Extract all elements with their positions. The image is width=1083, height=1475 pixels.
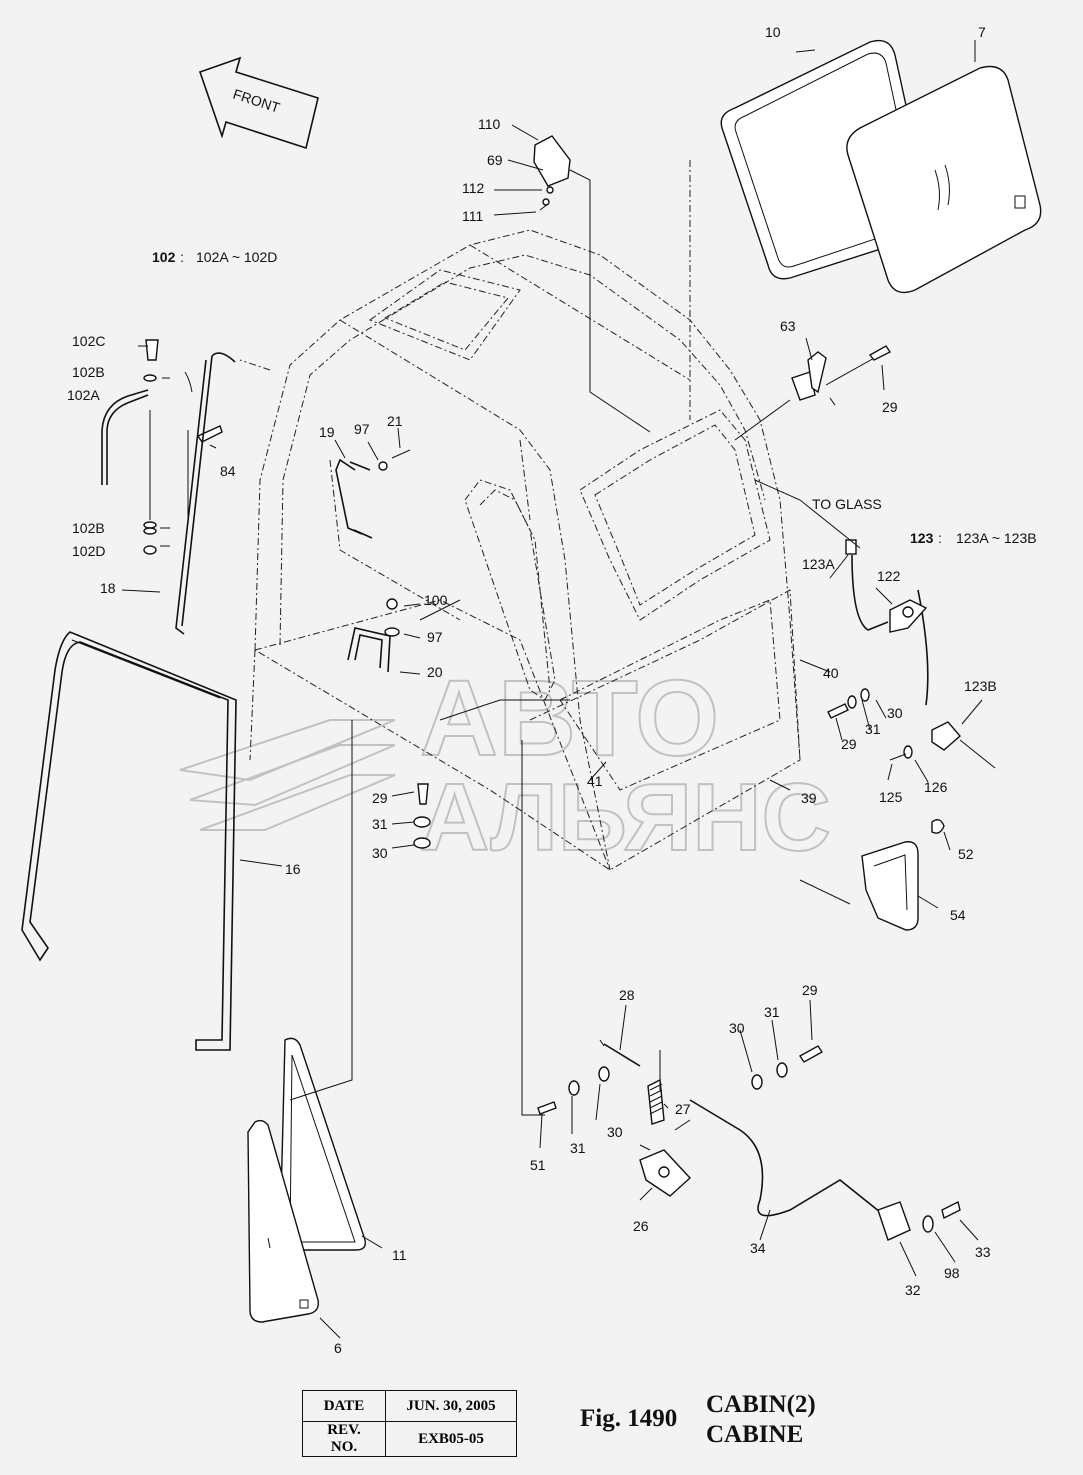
callout-31-c: 31 xyxy=(764,1004,780,1020)
callout-126: 126 xyxy=(924,779,948,795)
callout-32: 32 xyxy=(905,1282,921,1298)
callout-30-c: 30 xyxy=(729,1020,745,1036)
callout-7: 7 xyxy=(978,24,986,40)
latch-63 xyxy=(791,345,892,406)
callout-21: 21 xyxy=(387,413,403,429)
front-label: FRONT xyxy=(231,86,282,116)
callout-122: 122 xyxy=(877,568,901,584)
callout-84: 84 xyxy=(220,463,236,479)
callout-97-b: 97 xyxy=(427,629,443,645)
glass-7 xyxy=(846,65,1042,294)
callout-labels: 10 7 110 69 112 111 63 29 102C 102B 102A… xyxy=(67,24,997,1356)
watermark-line2: АЛЬЯНС xyxy=(420,764,831,871)
seal-strip-16 xyxy=(21,631,237,1051)
callout-69: 69 xyxy=(487,152,503,168)
group-note-123-range: 123A ~ 123B xyxy=(956,530,1037,546)
callout-54: 54 xyxy=(950,907,966,923)
watermark-line1: АВТО xyxy=(420,657,719,778)
callout-33: 33 xyxy=(975,1244,991,1260)
cover-54 xyxy=(861,819,945,931)
callout-52: 52 xyxy=(958,846,974,862)
callout-18: 18 xyxy=(100,580,116,596)
callout-29-b: 29 xyxy=(841,736,857,752)
callout-41: 41 xyxy=(587,773,603,789)
group-note-123: 123 : 123A ~ 123B xyxy=(910,530,1037,546)
date-label: DATE xyxy=(302,1390,386,1422)
callout-10: 10 xyxy=(765,24,781,40)
figure-title-line2: CABINE xyxy=(706,1421,804,1448)
bolts-group-40 xyxy=(827,688,870,719)
callout-63: 63 xyxy=(780,318,796,334)
lever-assembly xyxy=(537,1039,961,1241)
glass-6 xyxy=(247,1119,319,1323)
rev-value: EXB05-05 xyxy=(385,1421,517,1457)
callout-110: 110 xyxy=(478,116,501,132)
figure-title-line1: CABIN(2) xyxy=(706,1391,816,1418)
callout-29-c: 29 xyxy=(372,790,388,806)
leader-lines xyxy=(121,40,983,1339)
harness-123 xyxy=(845,539,996,769)
callout-102D: 102D xyxy=(72,543,105,559)
pipe-102A xyxy=(101,339,223,555)
bracket-110 xyxy=(533,135,571,211)
group-note-102-code: 102 xyxy=(152,249,176,265)
callout-97-a: 97 xyxy=(354,421,370,437)
bolts-group-lower xyxy=(413,783,431,849)
callout-29-d: 29 xyxy=(802,982,818,998)
title-block: DATE JUN. 30, 2005 REV. NO. EXB05-05 xyxy=(302,1390,517,1457)
callout-30-b: 30 xyxy=(372,845,388,861)
callout-102B-1: 102B xyxy=(72,364,105,380)
callout-51: 51 xyxy=(530,1157,546,1173)
callout-6: 6 xyxy=(334,1340,342,1356)
callout-29-a: 29 xyxy=(882,399,898,415)
callout-27: 27 xyxy=(675,1101,691,1117)
callout-100: 100 xyxy=(424,592,448,608)
figure-number: Fig. 1490 xyxy=(580,1405,678,1432)
rev-label: REV. NO. xyxy=(302,1421,386,1457)
callout-31-a: 31 xyxy=(865,721,881,737)
callout-123B: 123B xyxy=(964,678,997,694)
figure-title: CABIN(2) CABINE xyxy=(706,1390,816,1450)
callout-111: 111 xyxy=(462,208,483,224)
to-glass-label: TO GLASS xyxy=(812,496,882,512)
callout-19: 19 xyxy=(319,424,335,440)
watermark-logo: АВТО АЛЬЯНС xyxy=(179,656,832,872)
callout-125: 125 xyxy=(879,789,903,805)
group-note-102: 102 : 102A ~ 102D xyxy=(152,249,277,265)
group-note-123-colon: : xyxy=(938,530,942,546)
handle-19 xyxy=(335,449,411,539)
callout-102A: 102A xyxy=(67,387,100,403)
callout-112: 112 xyxy=(462,180,485,196)
handle-20 xyxy=(347,598,461,673)
callout-28: 28 xyxy=(619,987,635,1003)
group-note-102-colon: : xyxy=(180,249,184,265)
callout-34: 34 xyxy=(750,1240,766,1256)
callout-102C: 102C xyxy=(72,333,105,349)
callout-16: 16 xyxy=(285,861,301,877)
cabin-frame xyxy=(239,160,801,871)
callout-102B-2: 102B xyxy=(72,520,105,536)
callout-11: 11 xyxy=(392,1247,407,1263)
callout-39: 39 xyxy=(801,790,817,806)
callout-98: 98 xyxy=(944,1265,960,1281)
front-arrow: FRONT xyxy=(198,56,319,150)
date-value: JUN. 30, 2005 xyxy=(385,1390,517,1422)
callout-31-d: 31 xyxy=(570,1140,586,1156)
group-note-123-code: 123 xyxy=(910,530,934,546)
callout-20: 20 xyxy=(427,664,443,680)
callout-40: 40 xyxy=(823,665,839,681)
callout-26: 26 xyxy=(633,1218,649,1234)
callout-31-b: 31 xyxy=(372,816,388,832)
group-note-102-range: 102A ~ 102D xyxy=(196,249,277,265)
callout-123A: 123A xyxy=(802,556,835,572)
seal-strip-18 xyxy=(175,352,236,635)
callout-30-a: 30 xyxy=(887,705,903,721)
callout-30-d: 30 xyxy=(607,1124,623,1140)
